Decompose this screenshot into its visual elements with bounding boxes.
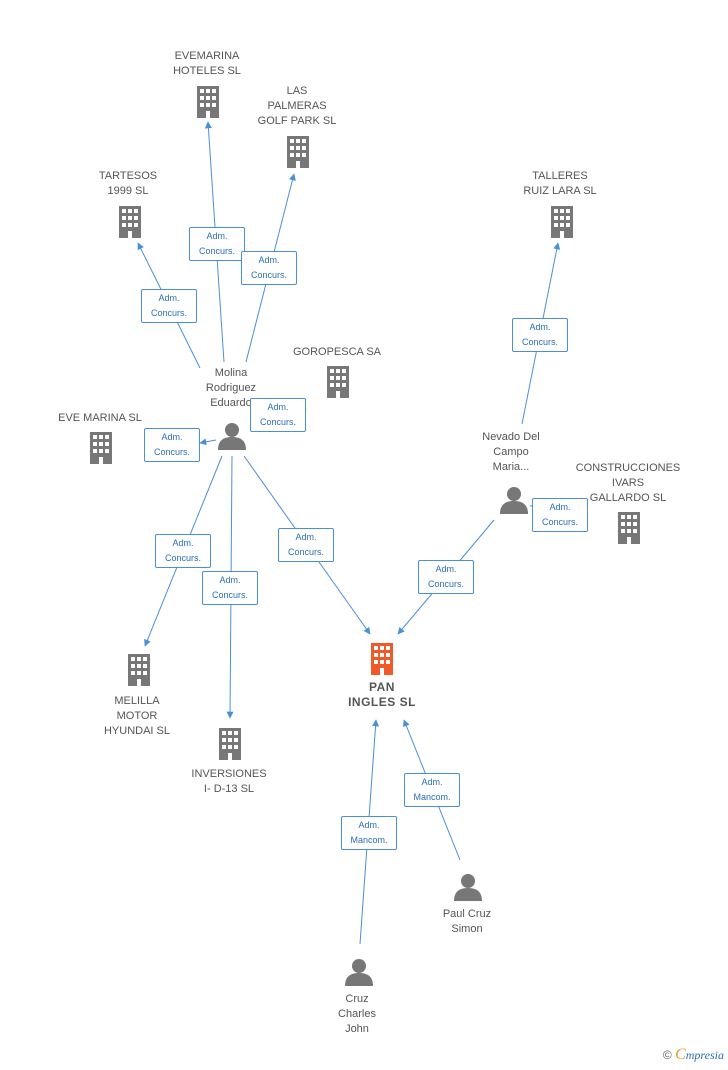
person-name-cruz[interactable]: Cruz Charles John bbox=[338, 993, 376, 1035]
relation-label-molina-las-palmeras[interactable]: Adm. Concurs. bbox=[241, 251, 297, 285]
relation-role: Adm. bbox=[421, 777, 443, 787]
relation-role: Adm. bbox=[258, 255, 280, 265]
person-name-nevado[interactable]: Nevado Del Campo Maria... bbox=[482, 431, 540, 473]
building-icon[interactable] bbox=[371, 643, 393, 675]
relation-role: Adm. bbox=[206, 231, 228, 241]
relation-label-nevado-pan-ingles[interactable]: Adm. Concurs. bbox=[418, 560, 474, 594]
building-icon[interactable] bbox=[287, 136, 309, 168]
company-name-melilla[interactable]: MELILLA MOTOR HYUNDAI SL bbox=[103, 695, 171, 737]
company-name-pan-ingles[interactable]: PAN INGLES SL bbox=[348, 680, 416, 709]
company-name-talleres[interactable]: TALLERES RUIZ LARA SL bbox=[523, 170, 597, 197]
relation-type: Concurs. bbox=[164, 553, 201, 563]
person-icon[interactable] bbox=[454, 873, 482, 901]
relation-type: Mancom. bbox=[413, 792, 451, 802]
relation-type: Concurs. bbox=[541, 517, 578, 527]
building-icon[interactable] bbox=[128, 654, 150, 686]
relation-type: Concurs. bbox=[427, 579, 464, 589]
building-icon[interactable] bbox=[119, 206, 141, 238]
building-icon[interactable] bbox=[551, 206, 573, 238]
brand-name: mpresia bbox=[685, 1048, 724, 1062]
brand-initial: C bbox=[675, 1046, 686, 1063]
relation-role: Adm. bbox=[267, 402, 289, 412]
relation-type: Concurs. bbox=[259, 417, 296, 427]
relation-label-nevado-construcciones[interactable]: Adm. Concurs. bbox=[532, 498, 588, 532]
relation-role: Adm. bbox=[161, 432, 183, 442]
copyright-symbol: © bbox=[662, 1048, 672, 1062]
relation-label-nevado-talleres[interactable]: Adm. Concurs. bbox=[512, 318, 568, 352]
company-name-goropesca[interactable]: GOROPESCA SA bbox=[292, 346, 382, 358]
relation-type: Concurs. bbox=[287, 547, 324, 557]
relation-label-molina-inversiones[interactable]: Adm. Concurs. bbox=[202, 571, 258, 605]
relation-label-molina-melilla[interactable]: Adm. Concurs. bbox=[155, 534, 211, 568]
edge-molina-to-eve-marina bbox=[199, 438, 217, 446]
person-icon[interactable] bbox=[500, 486, 528, 514]
relation-role: Adm. bbox=[295, 532, 317, 542]
company-name-tartesos[interactable]: TARTESOS 1999 SL bbox=[98, 170, 158, 197]
company-name-evemarina-hoteles[interactable]: EVEMARINA HOTELES SL bbox=[173, 50, 241, 77]
person-icon[interactable] bbox=[218, 422, 246, 450]
person-name-paul[interactable]: Paul Cruz Simon bbox=[442, 908, 492, 935]
relation-role: Adm. bbox=[219, 575, 241, 585]
relation-role: Adm. bbox=[172, 538, 194, 548]
relation-label-molina-goropesca[interactable]: Adm. Concurs. bbox=[250, 398, 306, 432]
relation-role: Adm. bbox=[435, 564, 457, 574]
relation-type: Concurs. bbox=[198, 246, 235, 256]
relation-label-cruz-pan-ingles[interactable]: Adm. Mancom. bbox=[341, 816, 397, 850]
building-icon[interactable] bbox=[327, 366, 349, 398]
building-icon[interactable] bbox=[219, 728, 241, 760]
company-name-construcciones[interactable]: CONSTRUCCIONES IVARS GALLARDO SL bbox=[575, 462, 681, 504]
relation-type: Mancom. bbox=[350, 835, 388, 845]
relation-role: Adm. bbox=[529, 322, 551, 332]
relation-type: Concurs. bbox=[521, 337, 558, 347]
relation-type: Concurs. bbox=[153, 447, 190, 457]
relation-role: Adm. bbox=[158, 293, 180, 303]
company-name-las-palmeras[interactable]: LAS PALMERAS GOLF PARK SL bbox=[257, 85, 337, 127]
relation-label-molina-eve-marina[interactable]: Adm. Concurs. bbox=[144, 428, 200, 462]
relation-label-molina-pan-ingles[interactable]: Adm. Concurs. bbox=[278, 528, 334, 562]
building-icon[interactable] bbox=[90, 432, 112, 464]
relation-type: Concurs. bbox=[250, 270, 287, 280]
building-icon[interactable] bbox=[197, 86, 219, 118]
company-name-inversiones[interactable]: INVERSIONES I- D-13 SL bbox=[191, 768, 267, 795]
relation-type: Concurs. bbox=[211, 590, 248, 600]
relation-label-molina-tartesos[interactable]: Adm. Concurs. bbox=[141, 289, 197, 323]
relation-role: Adm. bbox=[549, 502, 571, 512]
company-name-eve-marina[interactable]: EVE MARINA SL bbox=[58, 412, 142, 424]
building-icon[interactable] bbox=[618, 512, 640, 544]
copyright-footer: © Cmpresia bbox=[663, 1046, 724, 1064]
relation-label-molina-evemarina-hoteles[interactable]: Adm. Concurs. bbox=[189, 227, 245, 261]
person-icon[interactable] bbox=[345, 958, 373, 986]
relation-type: Concurs. bbox=[150, 308, 187, 318]
relation-role: Adm. bbox=[358, 820, 380, 830]
person-name-molina[interactable]: Molina Rodriguez Eduardo bbox=[205, 367, 257, 409]
relation-label-paul-pan-ingles[interactable]: Adm. Mancom. bbox=[404, 773, 460, 807]
